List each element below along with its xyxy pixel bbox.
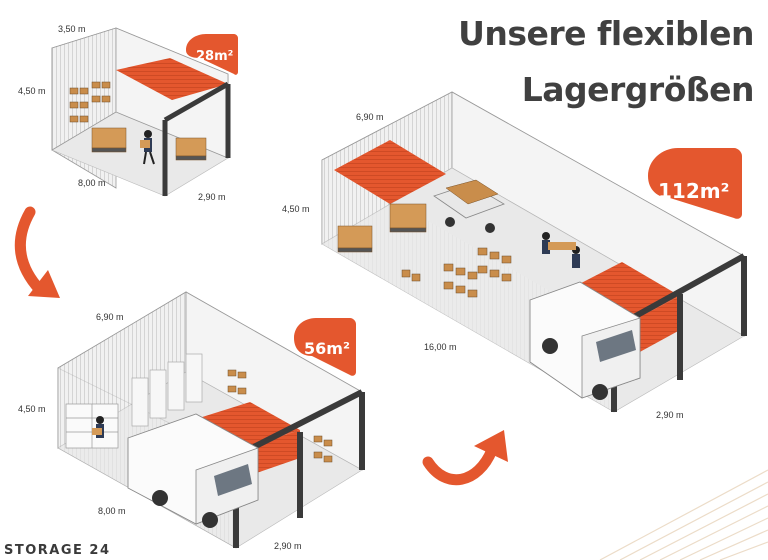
unit-28-area-text: 28m² [196,49,233,64]
headline-line-1: Unsere flexiblen [458,14,754,53]
unit-112-height-label: 4,50 m [282,204,310,214]
brand-logo: STORAGE 24 [4,543,111,558]
shelf-icon [227,369,333,463]
unit-28-height-label: 4,50 m [18,86,46,96]
unit-28-door-label: 2,90 m [198,192,226,202]
van-icon [529,281,641,400]
unit-28-area-badge: 28m² [186,34,238,75]
van-icon [127,413,259,528]
person-icon [92,416,104,438]
unit-112-area-text: 112m² [658,179,729,203]
shelf-icon [65,403,119,449]
unit-56-length-label: 8,00 m [98,506,126,516]
unit-56-door-label: 2,90 m [274,541,302,551]
trailer-icon [433,179,505,233]
shelf-icon [69,81,111,123]
pallet-boxes-icon [91,127,207,161]
unit-112-door-label: 2,90 m [656,410,684,420]
unit-56-height-label: 4,50 m [18,404,46,414]
shelf-icon [401,247,512,298]
headline: Unsere flexiblen Lagergrößen [458,6,754,118]
unit-112-width-label: 6,90 m [356,112,384,122]
roller-door-icon [334,140,446,204]
unit-28-width-label: 3,50 m [58,24,86,34]
unit-56-area-text: 56m² [304,339,350,358]
decor-lines [599,469,768,560]
unit-56-width-label: 6,90 m [96,312,124,322]
arrow-icon [422,430,508,486]
pallet-boxes-icon [337,203,427,253]
unit-112 [321,91,747,413]
unit-112-area-badge: 112m² [648,148,742,219]
unit-28-length-label: 8,00 m [78,178,106,188]
unit-56 [57,291,365,549]
person-icon [140,130,155,165]
arrow-icon [14,206,60,298]
unit-28 [51,27,231,197]
person-icon [542,232,580,268]
headline-line-2: Lagergrößen [521,70,755,109]
unit-56-area-badge: 56m² [294,318,356,376]
locker-icon [131,353,203,427]
unit-112-length-label: 16,00 m [424,342,457,352]
roller-door-icon [116,58,228,100]
